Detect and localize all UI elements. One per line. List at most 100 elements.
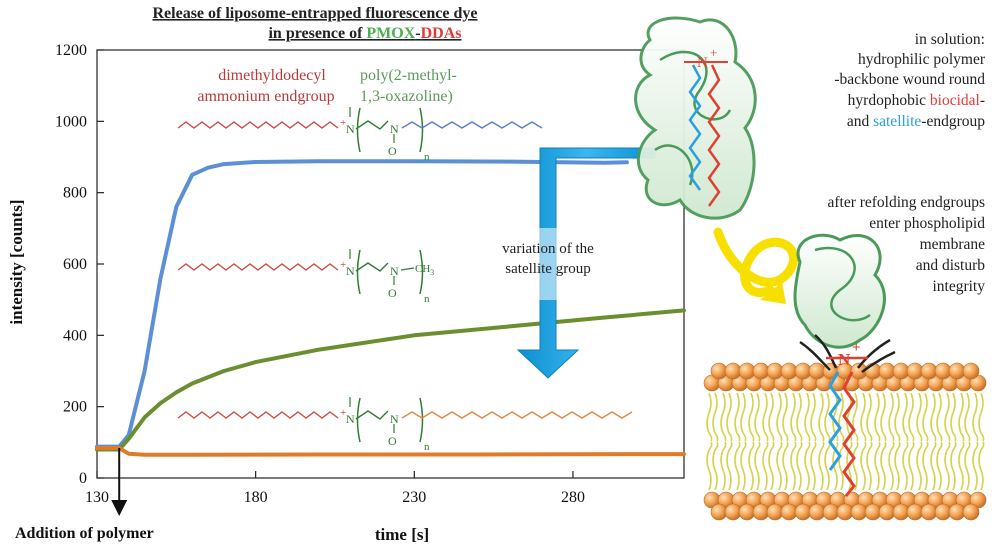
addition-label: Addition of polymer bbox=[15, 525, 154, 542]
lipid-tail bbox=[852, 441, 859, 491]
lipid-head bbox=[920, 503, 938, 521]
lipid-head bbox=[780, 362, 798, 380]
nitrogen-label: N bbox=[697, 55, 708, 71]
lipid-tail bbox=[762, 392, 769, 442]
title-ddas: DDAs bbox=[421, 25, 462, 42]
lipid-tail bbox=[860, 441, 867, 491]
lipid-head bbox=[780, 503, 798, 521]
lipid-tail bbox=[782, 392, 789, 442]
lipid-head bbox=[710, 362, 728, 380]
lipid-tail bbox=[762, 441, 769, 491]
svg-text:-backbone wound round: -backbone wound round bbox=[834, 71, 985, 88]
lipid-tail bbox=[972, 441, 979, 491]
polymer-coil-solution: N + bbox=[634, 16, 757, 220]
endgroup-label-line1: dimethyldodecyl bbox=[218, 67, 326, 84]
lipid-tail bbox=[726, 392, 733, 442]
lipid-head bbox=[878, 503, 896, 521]
lipid-tail bbox=[936, 441, 943, 491]
nitrogen-label: N bbox=[390, 264, 399, 278]
lipid-tail bbox=[824, 392, 831, 442]
lipid-tail bbox=[754, 392, 761, 442]
lipid-tail bbox=[950, 441, 957, 491]
lipid-tail bbox=[706, 441, 713, 491]
lipid-tail bbox=[944, 392, 951, 442]
lipid-tail bbox=[902, 441, 909, 491]
phospholipid-membrane bbox=[703, 362, 987, 521]
series-group bbox=[95, 159, 686, 457]
lipid-head bbox=[808, 503, 826, 521]
svg-text:enter phospholipid: enter phospholipid bbox=[869, 215, 985, 232]
lipid-tail bbox=[748, 441, 755, 491]
lipid-tail bbox=[860, 392, 867, 442]
lipid-tail bbox=[776, 441, 783, 491]
nitrogen-label: N bbox=[390, 412, 399, 426]
molecule-3: + N N O n bbox=[177, 397, 633, 453]
lipid-tail bbox=[768, 392, 775, 442]
lipid-head bbox=[850, 503, 868, 521]
oxygen-label: O bbox=[388, 286, 397, 300]
lipid-tail bbox=[958, 441, 965, 491]
lipid-head bbox=[794, 503, 812, 521]
lipid-head bbox=[808, 362, 826, 380]
svg-text:after refolding endgroups: after refolding endgroups bbox=[827, 194, 985, 211]
charge-plus: + bbox=[340, 407, 346, 419]
lipid-tail bbox=[818, 392, 825, 442]
svg-text:membrane: membrane bbox=[920, 236, 986, 253]
lipid-tail bbox=[930, 441, 937, 491]
lipid-tail bbox=[804, 441, 811, 491]
lipid-head bbox=[822, 503, 840, 521]
lipid-head bbox=[752, 362, 770, 380]
lipid-tail bbox=[880, 441, 887, 491]
y-tick-label: 1200 bbox=[55, 42, 87, 59]
lipid-tail bbox=[922, 441, 929, 491]
lipid-head bbox=[794, 362, 812, 380]
charge-plus: + bbox=[340, 259, 346, 271]
lipid-tail bbox=[880, 392, 887, 442]
lipid-tail bbox=[944, 441, 951, 491]
lipid-head bbox=[934, 503, 952, 521]
variation-arrow bbox=[516, 147, 656, 379]
lipid-head bbox=[948, 503, 966, 521]
addition-arrowhead bbox=[111, 500, 128, 516]
svg-text:hyrdophobic biocidal-: hyrdophobic biocidal- bbox=[848, 92, 985, 109]
svg-text:hydrophilic polymer: hydrophilic polymer bbox=[858, 51, 986, 68]
lipid-tail bbox=[740, 392, 747, 442]
subscript-n: n bbox=[424, 441, 430, 453]
y-axis-label: intensity [counts] bbox=[7, 199, 26, 324]
oxygen-label: O bbox=[388, 434, 397, 448]
charge-plus: + bbox=[710, 45, 717, 60]
endgroup-label-line2: ammonium endgroup bbox=[197, 88, 334, 105]
lipid-tail bbox=[978, 392, 985, 442]
nitrogen-label: N bbox=[346, 264, 355, 278]
lipid-tail bbox=[972, 392, 979, 442]
lipid-tail bbox=[782, 441, 789, 491]
y-tick-label: 1000 bbox=[55, 113, 87, 130]
charge-plus: + bbox=[340, 117, 346, 129]
molecule-2: + N N O n CH3 bbox=[177, 249, 434, 305]
x-tick-label: 230 bbox=[402, 489, 426, 506]
lipid-head bbox=[864, 503, 882, 521]
nitrogen-label: N bbox=[838, 350, 851, 369]
lipid-tail bbox=[902, 392, 909, 442]
lipid-tail bbox=[734, 441, 741, 491]
lipid-tail bbox=[888, 392, 895, 442]
lipid-head bbox=[934, 362, 952, 380]
variation-label-line2: satellite group bbox=[505, 261, 590, 277]
series-line-1 bbox=[95, 159, 629, 449]
polymer-label-line2: 1,3-oxazoline) bbox=[360, 88, 453, 105]
svg-text:and disturb: and disturb bbox=[916, 257, 986, 274]
lipid-tail bbox=[810, 441, 817, 491]
lipid-tail bbox=[740, 441, 747, 491]
lipid-tail bbox=[916, 392, 923, 442]
x-tick-label: 180 bbox=[244, 489, 268, 506]
svg-text:in solution:: in solution: bbox=[915, 31, 985, 48]
lipid-tail bbox=[958, 392, 965, 442]
y-tick-label: 800 bbox=[63, 185, 87, 202]
lipid-tail bbox=[720, 441, 727, 491]
lipid-tail bbox=[894, 441, 901, 491]
lipid-head bbox=[738, 362, 756, 380]
lipid-tail bbox=[908, 392, 915, 442]
chart-title-line1: Release of liposome-entrapped fluorescen… bbox=[153, 5, 478, 22]
lipid-head bbox=[920, 362, 938, 380]
